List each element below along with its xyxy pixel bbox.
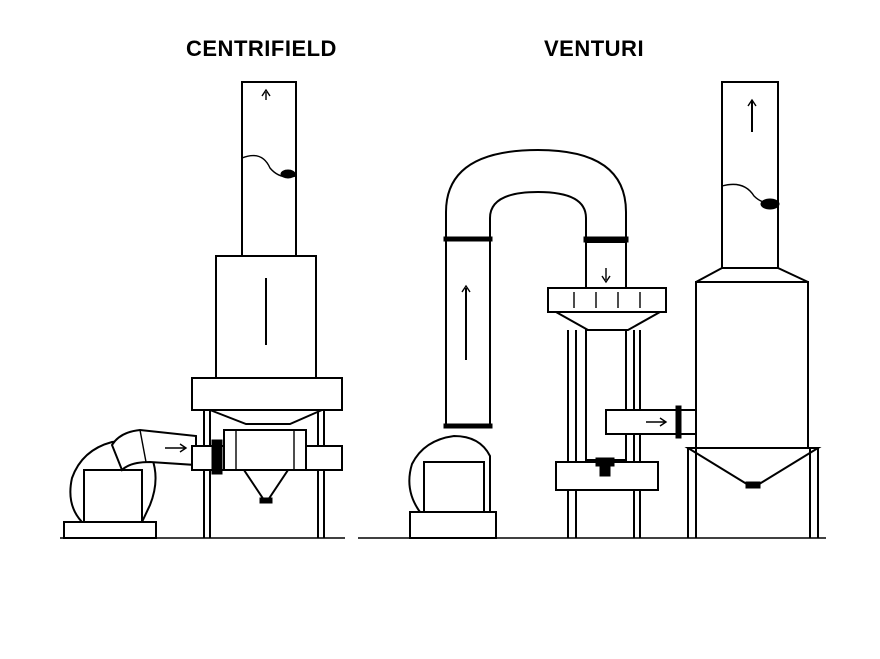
separator-stack — [721, 81, 779, 269]
separator-hopper — [684, 447, 822, 487]
venturi-scrubber — [358, 81, 826, 539]
venturi-fan-base — [409, 511, 497, 539]
hopper — [242, 469, 290, 501]
separator-body — [695, 281, 809, 449]
exhaust-stack — [241, 81, 297, 257]
separator-transition — [695, 267, 809, 283]
fan-base — [63, 521, 157, 539]
venturi-collar — [547, 287, 667, 313]
centrifield-scrubber — [60, 81, 345, 539]
venturi-label: VENTURI — [544, 36, 645, 61]
fan-motor — [83, 469, 143, 523]
upper-collar — [191, 377, 343, 411]
u-duct — [445, 148, 627, 427]
centrifield-label: CENTRIFIELD — [186, 36, 337, 61]
